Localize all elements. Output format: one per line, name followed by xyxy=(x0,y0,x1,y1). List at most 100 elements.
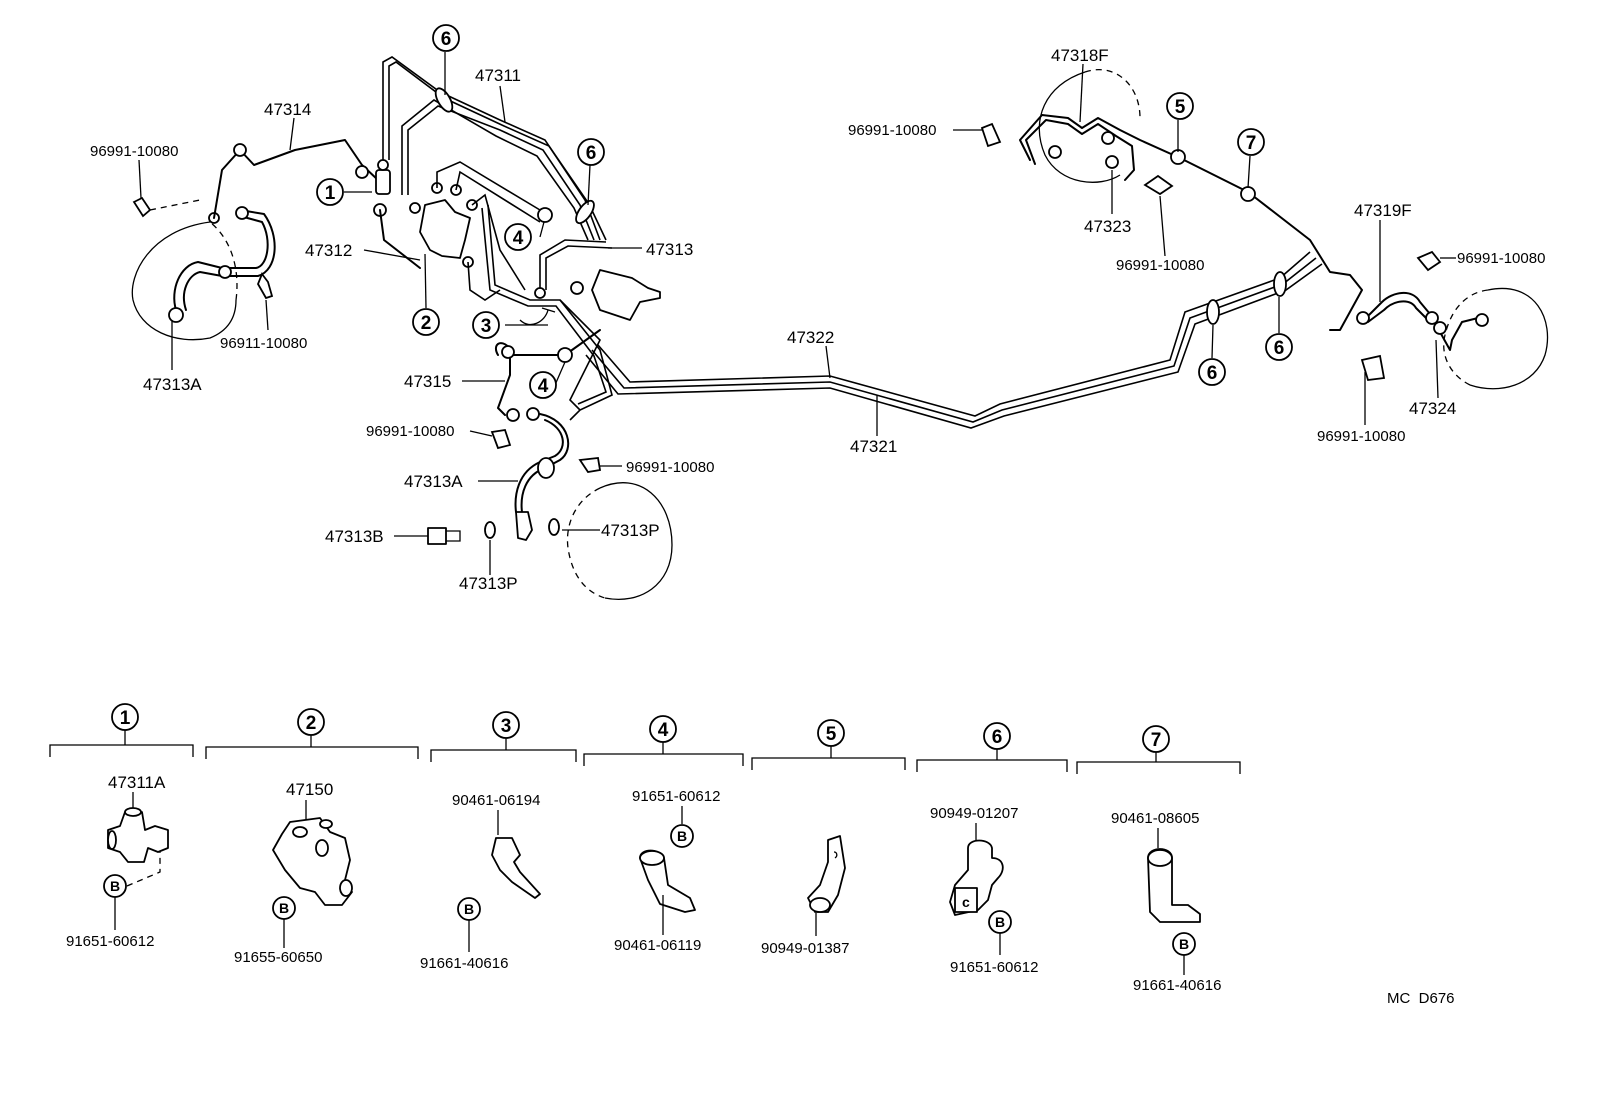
svg-text:2: 2 xyxy=(306,713,317,734)
clip-96991-rear-d xyxy=(1360,354,1386,381)
washer-47313P-b xyxy=(548,518,560,536)
svg-text:c: c xyxy=(962,894,970,910)
svg-text:6: 6 xyxy=(441,29,452,50)
label-47312: 47312 xyxy=(305,241,352,260)
clamp-4-lower xyxy=(557,347,573,363)
svg-text:B: B xyxy=(1179,936,1189,952)
group-5-subno: 90949-01387 xyxy=(761,940,849,957)
svg-text:B: B xyxy=(110,878,120,894)
group-2-b-mark: B xyxy=(272,896,296,920)
group-3-number: 3 xyxy=(492,711,520,739)
pipe-47321 xyxy=(585,263,1323,429)
group-1-b-mark: B xyxy=(103,874,127,898)
group-6-partno: 90949-01207 xyxy=(930,805,1018,822)
group-7-bracket xyxy=(1076,761,1241,774)
label-47319F: 47319F xyxy=(1354,201,1412,220)
pipe-47312 xyxy=(379,209,421,269)
svg-text:3: 3 xyxy=(481,316,492,337)
bracket-3 xyxy=(591,269,661,321)
label-47315: 47315 xyxy=(404,372,451,391)
clamp-5 xyxy=(1170,149,1186,165)
callout-1: 1 xyxy=(316,178,344,206)
group-7-partno: 90461-08605 xyxy=(1111,810,1199,827)
left-disc-outline xyxy=(131,221,237,341)
group-2-part: 47150 B 91655-60650 xyxy=(234,780,353,966)
callout-4-lower: 4 xyxy=(529,371,557,399)
callout-6-r2: 6 xyxy=(1265,333,1293,361)
label-47322: 47322 xyxy=(787,328,834,347)
callout-3: 3 xyxy=(472,311,500,339)
clip-96991-rear-c xyxy=(1416,250,1442,272)
svg-text:3: 3 xyxy=(501,716,512,737)
group-7-part: 90461-08605 B 91661-40616 xyxy=(1111,810,1221,994)
hose-47319F xyxy=(1367,292,1431,317)
clamp-6-r1 xyxy=(1206,299,1220,325)
group-5-number: 5 xyxy=(817,719,845,747)
tee-47311A xyxy=(375,169,391,195)
drawing-code: MC D676 xyxy=(1387,990,1455,1007)
group-1-bracket xyxy=(49,744,194,757)
label-96991-10080-d: 96991-10080 xyxy=(848,122,936,139)
label-47314: 47314 xyxy=(264,100,311,119)
group-6-part: 90949-01207 c B 91651-60612 xyxy=(930,805,1038,976)
pipe-47324 xyxy=(1439,317,1479,351)
clamp-6-r2 xyxy=(1273,271,1287,297)
group-3-partno: 90461-06194 xyxy=(452,792,540,809)
group-3-subno: 91661-40616 xyxy=(420,955,508,972)
clip-96911 xyxy=(257,272,274,300)
svg-text:7: 7 xyxy=(1246,133,1257,154)
group-1-partno: 47311A xyxy=(108,773,166,792)
svg-text:B: B xyxy=(677,828,687,844)
clamp-6-mid xyxy=(575,199,595,225)
group-1-subno: 91651-60612 xyxy=(66,933,154,950)
svg-text:4: 4 xyxy=(658,720,669,741)
callout-6-mid: 6 xyxy=(577,138,605,166)
group-5-bracket xyxy=(751,757,906,770)
group-4-b-mark: B xyxy=(670,824,694,848)
group-2-bracket xyxy=(205,746,419,759)
rear-right-drum xyxy=(1469,287,1549,390)
bolt-47313B xyxy=(427,527,447,545)
group-7-number: 7 xyxy=(1142,725,1170,753)
label-47323: 47323 xyxy=(1084,217,1131,236)
group-7-b-mark: B xyxy=(1172,932,1196,956)
group-6-bracket xyxy=(916,759,1068,772)
label-47313B: 47313B xyxy=(325,527,384,546)
pipe-47322 xyxy=(597,251,1311,417)
clamp-4-upper xyxy=(537,207,553,223)
pipe-47318F xyxy=(1019,114,1363,331)
clamp-6-top xyxy=(434,87,454,113)
group-4-part: 91651-60612 B 90461-06119 xyxy=(614,788,720,954)
label-96991-10080-c: 96991-10080 xyxy=(626,459,714,476)
group-6-subno: 91651-60612 xyxy=(950,959,1038,976)
group-2-partno: 47150 xyxy=(286,780,333,799)
svg-text:4: 4 xyxy=(538,376,549,397)
left-flex-hose xyxy=(173,261,243,311)
label-47324: 47324 xyxy=(1409,399,1456,418)
valve-47150 xyxy=(419,199,471,259)
right-front-disc xyxy=(599,482,673,600)
svg-text:5: 5 xyxy=(826,724,837,745)
callout-6-r1: 6 xyxy=(1198,358,1226,386)
label-96991-10080-g: 96991-10080 xyxy=(1317,428,1405,445)
group-4-bracket xyxy=(583,753,744,766)
clip-96991-front-right xyxy=(578,457,602,473)
group-7-subno: 91661-40616 xyxy=(1133,977,1221,994)
label-47321: 47321 xyxy=(850,437,897,456)
callout-2: 2 xyxy=(412,308,440,336)
group-6-number: 6 xyxy=(983,722,1011,750)
group-2-number: 2 xyxy=(297,708,325,736)
pipe-47314 xyxy=(213,139,379,219)
label-96991-10080-e: 96991-10080 xyxy=(1116,257,1204,274)
callout-5: 5 xyxy=(1166,92,1194,120)
group-4-subno: 90461-06119 xyxy=(614,937,701,954)
clip-96991-rear-b xyxy=(1143,174,1174,196)
label-47313A-b: 47313A xyxy=(404,472,463,491)
label-96991-10080-b: 96991-10080 xyxy=(366,423,454,440)
rear-left-drum xyxy=(1038,71,1121,183)
svg-text:1: 1 xyxy=(325,183,336,204)
pipe-47311 xyxy=(382,56,601,241)
svg-text:6: 6 xyxy=(1274,338,1285,359)
callout-7: 7 xyxy=(1237,128,1265,156)
